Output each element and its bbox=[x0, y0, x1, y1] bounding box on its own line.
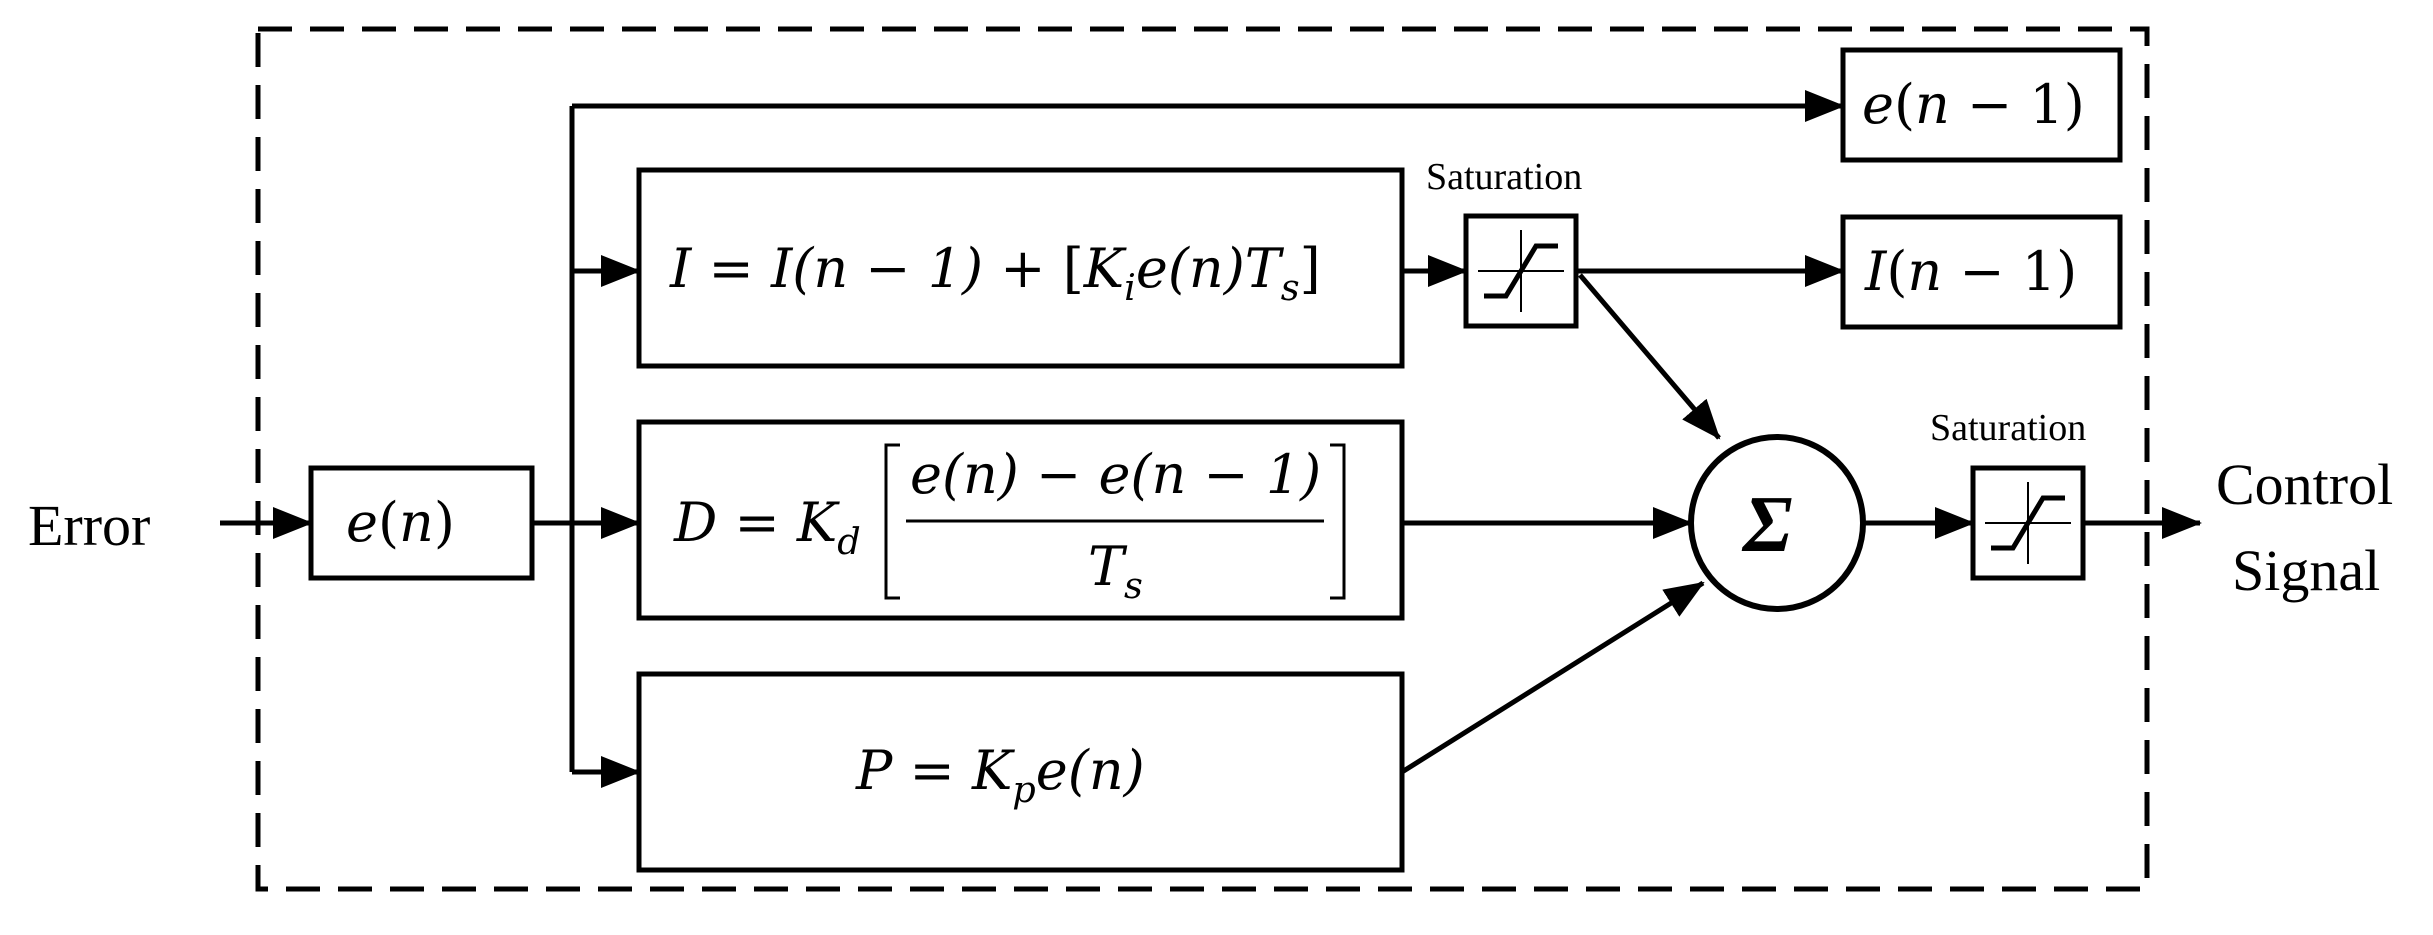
derivative-numerator: e(n) − e(n − 1) bbox=[910, 443, 1322, 506]
controller-boundary bbox=[255, 26, 2150, 892]
output-label-line2: Signal bbox=[2232, 538, 2381, 603]
delay-integral-label: I(n − 1) bbox=[1865, 240, 2078, 303]
input-label: Error bbox=[28, 493, 151, 558]
saturation-label-1: Saturation bbox=[1426, 156, 1583, 198]
error-block-label: e(n) bbox=[346, 491, 455, 554]
saturation-label-2: Saturation bbox=[1930, 407, 2087, 449]
delay-error-label: e(n − 1) bbox=[1862, 73, 2085, 136]
saturation-icon bbox=[1970, 465, 2086, 581]
derivative-right-bracket bbox=[1330, 443, 1346, 600]
integral-block bbox=[636, 167, 1405, 369]
derivative-lhs: D = Kd bbox=[674, 491, 861, 563]
saturation-icon bbox=[1463, 213, 1579, 329]
derivative-left-bracket bbox=[884, 443, 900, 600]
proportional-equation: P = Kpe(n) bbox=[856, 739, 1145, 811]
output-label-line1: Control bbox=[2216, 452, 2394, 517]
integral-equation: I = I(n − 1) + [Kie(n)Ts] bbox=[670, 237, 1321, 309]
derivative-denominator: Ts bbox=[1088, 535, 1143, 607]
sum-symbol: Σ bbox=[1743, 481, 1793, 569]
